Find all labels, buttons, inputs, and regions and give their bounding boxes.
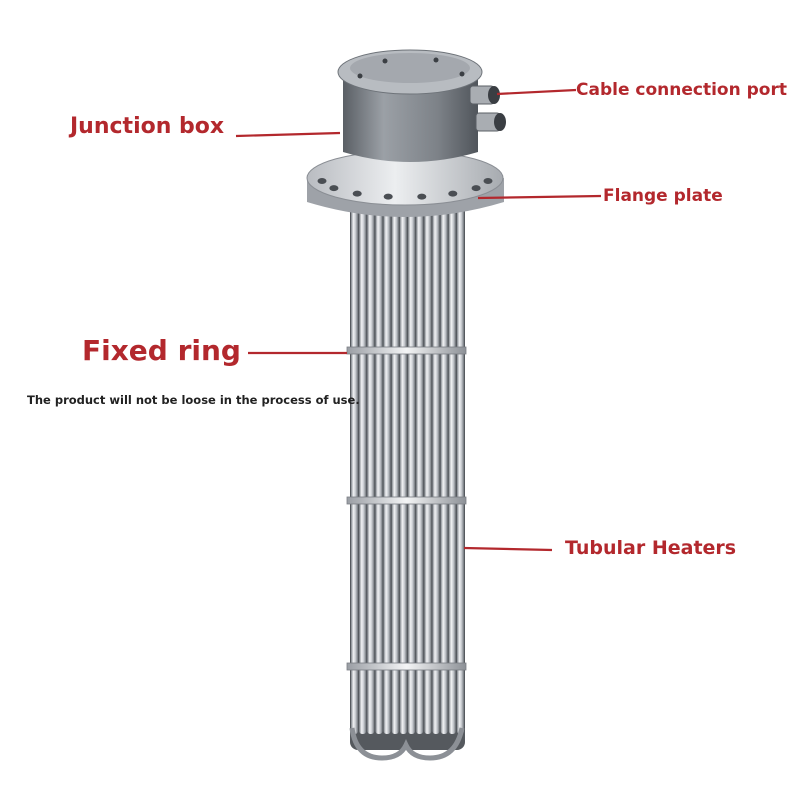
heater-tube bbox=[432, 178, 440, 734]
leader-line-tubular-heaters bbox=[463, 546, 553, 552]
heater-tube bbox=[457, 178, 464, 734]
cable-gland-lower-opening bbox=[494, 113, 506, 131]
leader-line-cable-port bbox=[496, 88, 577, 96]
heater-tube bbox=[424, 178, 432, 734]
heater-tube bbox=[375, 178, 383, 734]
cable-connection-port bbox=[469, 85, 506, 132]
bolt-hole-icon bbox=[417, 193, 427, 200]
tubular-heaters bbox=[349, 178, 465, 761]
bolt-hole-icon bbox=[483, 178, 493, 184]
fixed-ring-3 bbox=[346, 662, 467, 671]
leader-lines bbox=[235, 88, 602, 552]
fixed-ring-2 bbox=[346, 496, 467, 505]
bolt-hole-icon bbox=[448, 190, 458, 197]
junction-box-lid-inner bbox=[350, 53, 470, 83]
heater-tube bbox=[359, 178, 367, 734]
bolt-hole-icon bbox=[383, 193, 393, 200]
tube-bend-bottom bbox=[349, 727, 465, 761]
bolt-hole-icon bbox=[329, 185, 339, 192]
label-fixed-ring: Fixed ring bbox=[82, 334, 241, 367]
bolt-hole-icon bbox=[471, 185, 481, 192]
flange-plate bbox=[306, 150, 504, 217]
junction-box-body bbox=[343, 78, 478, 162]
label-junction-box: Junction box bbox=[70, 114, 225, 139]
bolt-hole-icon bbox=[352, 190, 362, 197]
heater-tube bbox=[399, 178, 407, 734]
heater-tube bbox=[351, 178, 358, 734]
lid-screw-icon bbox=[357, 73, 363, 79]
junction-box bbox=[337, 49, 483, 162]
heater-tube bbox=[440, 178, 448, 734]
heater-tube bbox=[408, 178, 416, 734]
heater-tube bbox=[416, 178, 424, 734]
bolt-hole-icon bbox=[317, 178, 327, 184]
leader-line-junction-box bbox=[235, 131, 341, 138]
label-tubular-heaters: Tubular Heaters bbox=[565, 537, 737, 559]
fixed-ring-note: The product will not be loose in the pro… bbox=[27, 393, 360, 407]
heater-tube bbox=[383, 178, 391, 734]
fixed-rings bbox=[346, 346, 467, 671]
label-flange-plate: Flange plate bbox=[603, 186, 723, 206]
label-cable-connection-port: Cable connection port bbox=[576, 80, 787, 100]
heater-tube bbox=[448, 178, 456, 734]
lid-screw-icon bbox=[433, 57, 439, 63]
heater-tube bbox=[391, 178, 399, 734]
cable-gland-upper-opening bbox=[488, 86, 500, 104]
lid-screw-icon bbox=[459, 71, 465, 77]
leader-line-flange-plate bbox=[477, 194, 602, 200]
lid-screw-icon bbox=[382, 58, 388, 64]
fixed-ring-1 bbox=[346, 346, 467, 355]
heater-tube bbox=[367, 178, 375, 734]
